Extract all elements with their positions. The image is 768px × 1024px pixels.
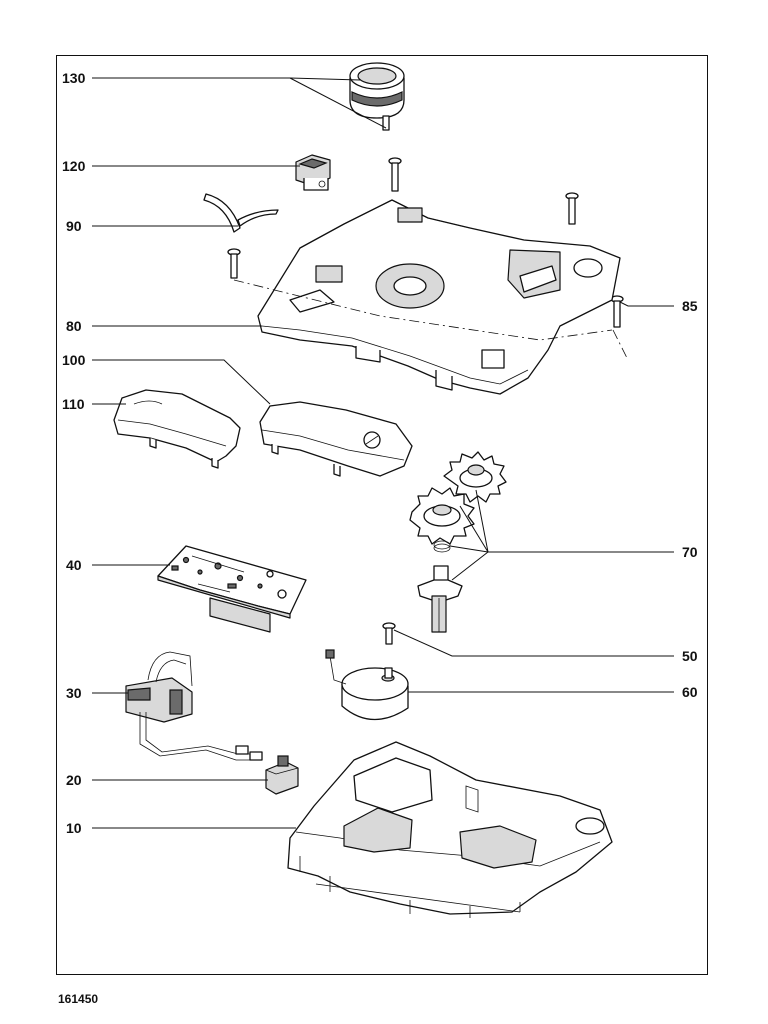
screw-b <box>565 192 579 225</box>
callout-100: 100 <box>62 352 86 368</box>
part-130-knob <box>349 62 405 131</box>
screws-85 <box>227 157 624 328</box>
drawing-number: 161450 <box>58 992 99 1006</box>
part-70-spring <box>433 540 451 553</box>
part-110-left-cover <box>113 389 241 469</box>
part-90-spring-clip <box>203 193 279 233</box>
callout-20: 20 <box>66 772 82 788</box>
part-50-screw <box>382 622 396 645</box>
callout-10: 10 <box>66 820 82 836</box>
part-60-motor <box>325 649 409 721</box>
callout-60: 60 <box>682 684 698 700</box>
part-120-switch <box>295 154 331 191</box>
callout-50: 50 <box>682 648 698 664</box>
callout-85: 85 <box>682 298 698 314</box>
callout-80: 80 <box>66 318 82 334</box>
part-10-base-housing <box>287 741 613 918</box>
screw-d <box>610 295 624 328</box>
callout-30: 30 <box>66 685 82 701</box>
screw-c <box>227 248 241 279</box>
part-80-top-housing <box>257 199 621 395</box>
part-100-right-cover <box>259 401 413 477</box>
part-70-gear-top <box>443 451 507 503</box>
assembly-axis-1 <box>233 279 613 341</box>
leader-lines <box>92 77 674 829</box>
callout-labels: 130 120 90 85 80 100 110 70 40 50 60 30 … <box>62 70 698 836</box>
part-70-shaft <box>417 565 463 633</box>
part-30-connector-harness <box>125 651 263 761</box>
part-40-pcb <box>157 545 307 633</box>
callout-110: 110 <box>62 396 85 412</box>
callout-70: 70 <box>682 544 698 560</box>
screw-a <box>388 157 402 192</box>
callout-40: 40 <box>66 557 82 573</box>
part-70-gear-bottom <box>409 487 475 545</box>
callout-130: 130 <box>62 70 86 86</box>
drawing-frame <box>56 55 708 975</box>
assembly-axis-2 <box>612 329 629 361</box>
part-20-microswitch <box>265 755 299 795</box>
callout-120: 120 <box>62 158 86 174</box>
callout-90: 90 <box>66 218 82 234</box>
